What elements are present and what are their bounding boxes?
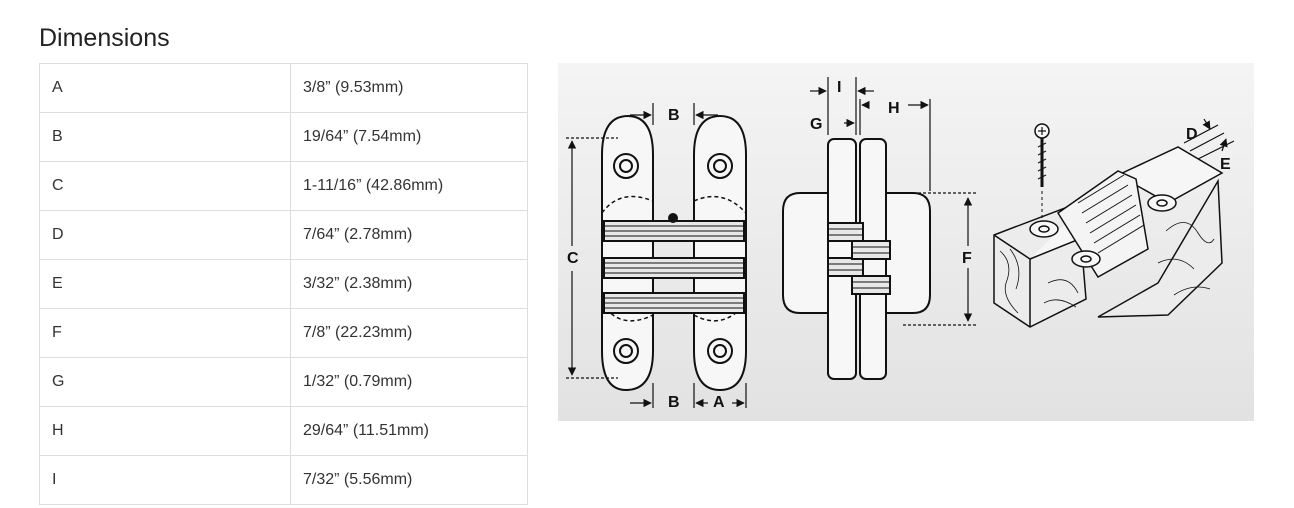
label-a: A (713, 394, 725, 411)
label-c: C (567, 250, 579, 267)
dimension-label: B (39, 112, 291, 162)
dimension-value: 7/8” (22.23mm) (290, 308, 528, 358)
dimensions-table: A 3/8” (9.53mm) B 19/64” (7.54mm) C 1-11… (39, 63, 528, 505)
dimension-label: A (39, 63, 291, 113)
front-dimension-lines (566, 103, 747, 408)
dimension-label: D (39, 210, 291, 260)
table-row: H 29/64” (11.51mm) (39, 406, 528, 456)
table-row: C 1-11/16” (42.86mm) (39, 161, 528, 211)
dimension-label: I (39, 455, 291, 505)
dimension-value: 1-11/16” (42.86mm) (290, 161, 528, 211)
dimension-value: 29/64” (11.51mm) (290, 406, 528, 456)
label-i: I (837, 79, 841, 96)
label-e: E (1220, 156, 1231, 173)
dimension-label: F (39, 308, 291, 358)
hinge-side-view (782, 138, 931, 380)
dimension-value: 3/32” (2.38mm) (290, 259, 528, 309)
label-d: D (1186, 126, 1198, 143)
hinge-installed-view (993, 123, 1224, 328)
table-row: A 3/8” (9.53mm) (39, 63, 528, 113)
dimension-value: 3/8” (9.53mm) (290, 63, 528, 113)
dimension-value: 7/64” (2.78mm) (290, 210, 528, 260)
dimension-value: 7/32” (5.56mm) (290, 455, 528, 505)
label-g: G (810, 116, 822, 133)
dimension-label: G (39, 357, 291, 407)
iso-dimension-lines (1183, 118, 1235, 160)
dimension-label: H (39, 406, 291, 456)
side-dimension-lines (810, 77, 976, 326)
table-row: B 19/64” (7.54mm) (39, 112, 528, 162)
label-b-bottom: B (668, 394, 680, 411)
page-title: Dimensions (39, 24, 170, 52)
table-row: F 7/8” (22.23mm) (39, 308, 528, 358)
label-b-top: B (668, 107, 680, 124)
table-row: E 3/32” (2.38mm) (39, 259, 528, 309)
dimension-value: 1/32” (0.79mm) (290, 357, 528, 407)
table-row: D 7/64” (2.78mm) (39, 210, 528, 260)
label-f: F (962, 250, 972, 267)
hinge-front-view (601, 114, 747, 392)
table-row: G 1/32” (0.79mm) (39, 357, 528, 407)
dimension-value: 19/64” (7.54mm) (290, 112, 528, 162)
dimension-label: C (39, 161, 291, 211)
dimension-label: E (39, 259, 291, 309)
label-h: H (888, 100, 900, 117)
hinge-diagram: B C B A (558, 63, 1254, 421)
hinge-diagram-svg: B C B A (558, 63, 1254, 421)
table-row: I 7/32” (5.56mm) (39, 455, 528, 505)
